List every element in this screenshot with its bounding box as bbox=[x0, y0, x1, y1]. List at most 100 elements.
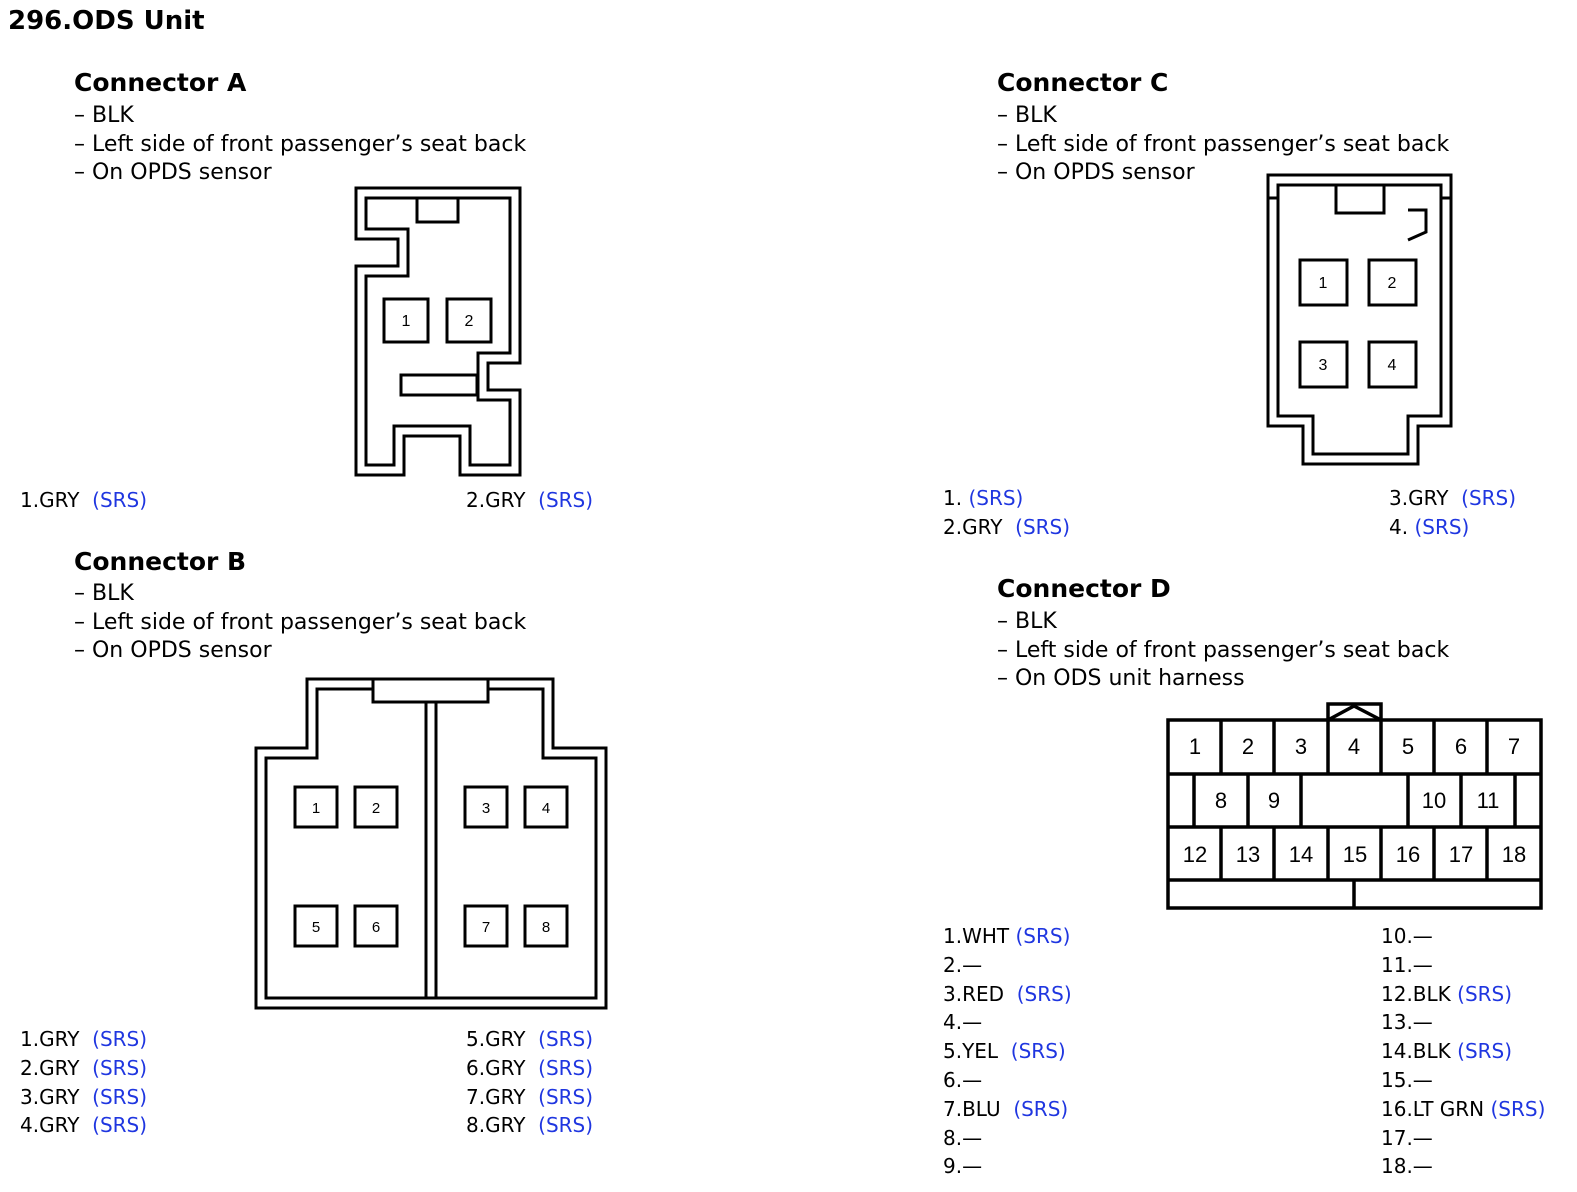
connector-b-cavity-7: 7 bbox=[463, 904, 509, 948]
connector-b-heading: Connector B bbox=[74, 547, 247, 576]
connector-c-diagram: 1 2 3 4 bbox=[1266, 173, 1453, 466]
connector-b-cavity-1: 1 bbox=[293, 785, 339, 829]
connector-a-diagram: 1 2 bbox=[354, 186, 522, 477]
connector-b-cavity-5: 5 bbox=[293, 904, 339, 948]
connector-d-mount: – On ODS unit harness bbox=[997, 666, 1245, 691]
svg-text:2: 2 bbox=[1388, 275, 1397, 292]
connector-c-pin-4: 4. (SRS) bbox=[1389, 514, 1470, 539]
connector-b-pin-7: 7.GRY (SRS) bbox=[466, 1084, 594, 1109]
connector-a-pin-2: 2.GRY (SRS) bbox=[466, 488, 594, 512]
connector-c-heading: Connector C bbox=[997, 68, 1169, 97]
connector-c-pins-left: 1. (SRS) 2.GRY (SRS) bbox=[943, 484, 1070, 542]
connector-b-color: – BLK bbox=[74, 581, 134, 606]
connector-d-pin-1: 1.WHT (SRS) bbox=[943, 924, 1071, 948]
connector-a-description: – BLK – Left side of front passenger’s s… bbox=[74, 102, 526, 188]
connector-c-pin-2: 2.GRY (SRS) bbox=[943, 514, 1071, 539]
connector-b-pin-2: 2.GRY (SRS) bbox=[20, 1055, 148, 1080]
connector-a-cavity-2: 2 bbox=[445, 297, 493, 344]
connector-b-pin-5: 5.GRY (SRS) bbox=[466, 1027, 594, 1051]
connector-b-location: – Left side of front passenger’s seat ba… bbox=[74, 609, 527, 635]
connector-d-pin-18: 18.— bbox=[1381, 1154, 1433, 1179]
connector-a-pin-1: 1.GRY (SRS) bbox=[20, 488, 148, 512]
connector-c-location: – Left side of front passenger’s seat ba… bbox=[997, 131, 1450, 157]
connector-d-pin-10: 10.— bbox=[1381, 924, 1433, 948]
connector-d-description: – BLK – Left side of front passenger’s s… bbox=[997, 608, 1449, 694]
svg-text:2: 2 bbox=[372, 800, 380, 817]
connector-c-cavity-2: 2 bbox=[1367, 258, 1418, 307]
connector-d-cavity-17: 17 bbox=[1449, 842, 1473, 867]
connector-d-pin-16: 16.LT GRN (SRS) bbox=[1381, 1096, 1546, 1121]
svg-text:4: 4 bbox=[1388, 357, 1397, 374]
connector-d-cavity-5: 5 bbox=[1402, 734, 1414, 759]
connector-c-pin-1: 1. (SRS) bbox=[943, 486, 1024, 510]
svg-text:5: 5 bbox=[312, 919, 320, 936]
connector-d-pin-17: 17.— bbox=[1381, 1125, 1433, 1150]
connector-b-diagram: 1 2 3 4 5 6 7 8 bbox=[254, 677, 608, 1010]
connector-d-location: – Left side of front passenger’s seat ba… bbox=[997, 637, 1450, 663]
connector-d-cavity-6: 6 bbox=[1455, 734, 1467, 759]
connector-d-color: – BLK bbox=[997, 609, 1057, 634]
connector-d-cavity-4: 4 bbox=[1348, 734, 1360, 759]
connector-b-pin-3: 3.GRY (SRS) bbox=[20, 1084, 148, 1109]
connector-d-pin-14: 14.BLK (SRS) bbox=[1381, 1039, 1513, 1064]
connector-d-pin-2: 2.— bbox=[943, 952, 983, 977]
connector-c-mount: – On OPDS sensor bbox=[997, 160, 1195, 185]
connector-d-cavity-10: 10 bbox=[1422, 788, 1446, 813]
connector-d-pin-13: 13.— bbox=[1381, 1010, 1433, 1035]
connector-c-pins-right: 3.GRY (SRS) 4. (SRS) bbox=[1389, 484, 1516, 542]
connector-d-cavity-1: 1 bbox=[1189, 734, 1201, 759]
connector-d-pin-8: 8.— bbox=[943, 1125, 983, 1150]
connector-c-pin-3: 3.GRY (SRS) bbox=[1389, 486, 1517, 510]
connector-d-cavity-8: 8 bbox=[1215, 788, 1227, 813]
connector-a-color: – BLK bbox=[74, 103, 134, 128]
svg-text:1: 1 bbox=[1319, 275, 1328, 292]
connector-a-location: – Left side of front passenger’s seat ba… bbox=[74, 131, 527, 157]
connector-b-pin-8: 8.GRY (SRS) bbox=[466, 1113, 594, 1138]
connector-b-description: – BLK – Left side of front passenger’s s… bbox=[74, 580, 526, 666]
connector-d-cavity-18: 18 bbox=[1502, 842, 1526, 867]
svg-text:1: 1 bbox=[312, 800, 320, 817]
connector-b-pins-left: 1.GRY (SRS) 2.GRY (SRS) 3.GRY (SRS) 4.GR… bbox=[20, 1025, 147, 1140]
connector-d-pin-12: 12.BLK (SRS) bbox=[1381, 981, 1513, 1006]
connector-b-pin-1: 1.GRY (SRS) bbox=[20, 1027, 148, 1051]
connector-d-pin-9: 9.— bbox=[943, 1154, 983, 1179]
connector-b-pin-6: 6.GRY (SRS) bbox=[466, 1055, 594, 1080]
connector-a-mount: – On OPDS sensor bbox=[74, 160, 272, 185]
connector-a-heading: Connector A bbox=[74, 68, 247, 97]
connector-d-cavity-2: 2 bbox=[1242, 734, 1254, 759]
connector-d-pin-4: 4.— bbox=[943, 1010, 983, 1035]
connector-b-cavity-8: 8 bbox=[523, 904, 569, 948]
connector-d-cavity-12: 12 bbox=[1183, 842, 1207, 867]
svg-text:7: 7 bbox=[482, 919, 490, 936]
connector-d-pin-7: 7.BLU (SRS) bbox=[943, 1096, 1069, 1121]
connector-a-cavity-1: 1 bbox=[382, 297, 430, 344]
connector-c-cavity-1: 1 bbox=[1298, 258, 1349, 307]
connector-d-cavity-13: 13 bbox=[1236, 842, 1260, 867]
connector-d-cavity-15: 15 bbox=[1343, 842, 1367, 867]
connector-c-color: – BLK bbox=[997, 103, 1057, 128]
connector-d-pin-11: 11.— bbox=[1381, 952, 1433, 977]
svg-text:3: 3 bbox=[1319, 357, 1328, 374]
connector-d-heading: Connector D bbox=[997, 574, 1171, 603]
connector-d-cavity-9: 9 bbox=[1268, 788, 1280, 813]
connector-c-description: – BLK – Left side of front passenger’s s… bbox=[997, 102, 1449, 188]
connector-c-cavity-3: 3 bbox=[1298, 340, 1349, 389]
svg-text:1: 1 bbox=[402, 313, 411, 330]
connector-d-pins-left: 1.WHT (SRS) 2.— 3.RED (SRS) 4.— 5.YEL (S… bbox=[943, 922, 1072, 1181]
page-title: 296.ODS Unit bbox=[8, 6, 205, 36]
connector-b-pin-4: 4.GRY (SRS) bbox=[20, 1113, 148, 1138]
connector-b-cavity-6: 6 bbox=[353, 904, 399, 948]
connector-d-cavity-11: 11 bbox=[1477, 788, 1500, 813]
svg-text:2: 2 bbox=[465, 313, 474, 330]
connector-b-pins-right: 5.GRY (SRS) 6.GRY (SRS) 7.GRY (SRS) 8.GR… bbox=[466, 1025, 593, 1140]
svg-text:8: 8 bbox=[542, 919, 550, 936]
connector-d-pins-right: 10.— 11.— 12.BLK (SRS) 13.— 14.BLK (SRS)… bbox=[1381, 922, 1545, 1181]
connector-d-diagram: 1 2 3 4 5 6 7 8 9 10 11 12 13 14 15 16 1… bbox=[1166, 702, 1543, 910]
connector-d-cavity-16: 16 bbox=[1396, 842, 1420, 867]
connector-d-pin-3: 3.RED (SRS) bbox=[943, 981, 1072, 1006]
connector-d-cavity-3: 3 bbox=[1295, 734, 1307, 759]
connector-d-pin-6: 6.— bbox=[943, 1067, 983, 1092]
connector-d-cavity-14: 14 bbox=[1289, 842, 1313, 867]
connector-d-cavity-7: 7 bbox=[1508, 734, 1520, 759]
svg-text:6: 6 bbox=[372, 919, 380, 936]
